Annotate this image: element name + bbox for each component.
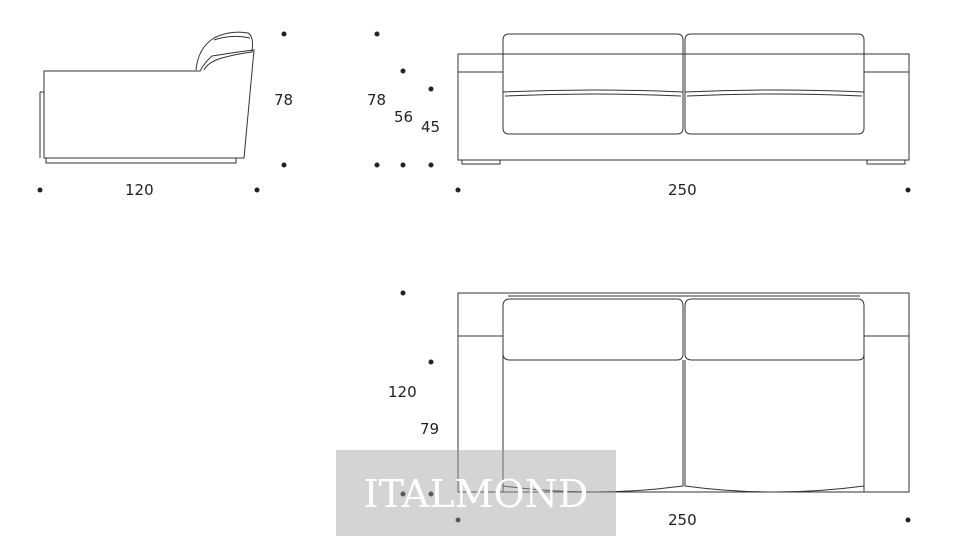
top-seat-depth-label: 79: [420, 420, 440, 438]
front-seat-height-label: 45: [421, 118, 441, 136]
top-depth-label: 120: [388, 383, 417, 401]
dimension-markers: [37, 31, 911, 523]
watermark: ITALMOND: [336, 450, 616, 536]
top-width-label: 250: [668, 511, 697, 529]
front-height-label: 78: [367, 91, 387, 109]
front-width-label: 250: [668, 181, 697, 199]
side-height-label: 78: [274, 91, 294, 109]
sofa-top-view: [457, 292, 910, 493]
sofa-front-view: [457, 33, 910, 165]
side-depth-label: 120: [125, 181, 154, 199]
front-arm-height-label: 56: [394, 108, 414, 126]
sofa-side-view: [39, 31, 255, 164]
watermark-text: ITALMOND: [363, 472, 589, 516]
